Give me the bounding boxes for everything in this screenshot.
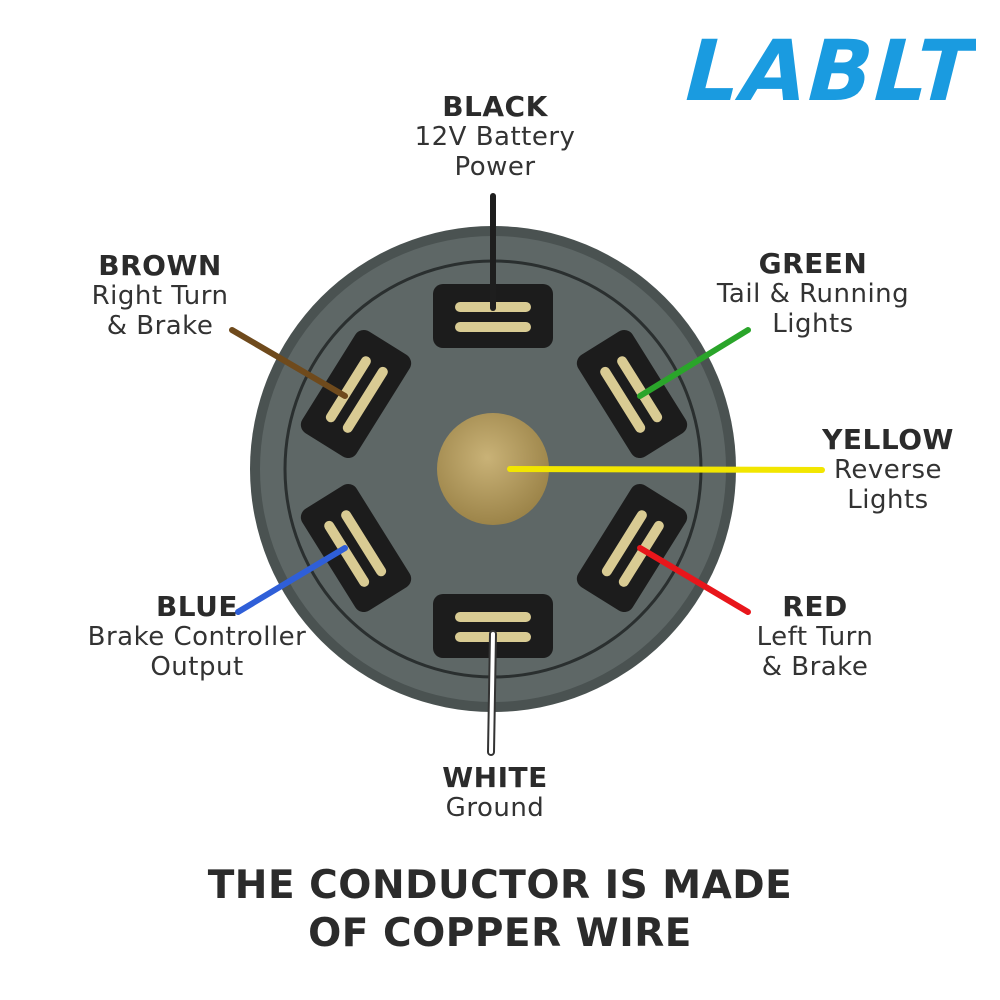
- wire-red: [637, 545, 751, 615]
- brand-logo-text: LABLT: [676, 23, 976, 118]
- terminal-red: [576, 483, 688, 613]
- label-white-name: WHITE: [442, 761, 548, 794]
- wire-blue: [235, 545, 348, 615]
- label-white: WHITE Ground: [395, 761, 595, 824]
- label-black-description: 12V Battery Power: [414, 122, 576, 182]
- label-brown-name: BROWN: [98, 249, 222, 282]
- wire-green: [637, 327, 751, 399]
- label-black-name: BLACK: [442, 90, 548, 123]
- terminal-green: [576, 329, 688, 459]
- label-brown-description: Right Turn & Brake: [91, 281, 229, 341]
- label-yellow-description: Reverse Lights: [833, 455, 942, 515]
- label-yellow-name: YELLOW: [822, 423, 954, 456]
- wire-white: [489, 632, 495, 754]
- label-red: RED Left Turn & Brake: [700, 590, 930, 683]
- brand-logo: LABLT: [676, 23, 976, 118]
- wire-yellow: [507, 466, 825, 473]
- label-red-description: Left Turn & Brake: [756, 622, 874, 682]
- terminal-blue: [300, 483, 412, 613]
- wire-brown: [229, 327, 348, 399]
- label-yellow: YELLOW Reverse Lights: [790, 423, 986, 516]
- center-pin: [437, 413, 549, 525]
- wires: [229, 193, 825, 756]
- label-blue: BLUE Brake Controller Output: [62, 590, 332, 683]
- terminal-white: [433, 594, 553, 658]
- label-brown: BROWN Right Turn & Brake: [45, 249, 275, 342]
- label-green: GREEN Tail & Running Lights: [688, 247, 938, 340]
- label-green-description: Tail & Running Lights: [716, 279, 910, 339]
- label-blue-description: Brake Controller Output: [87, 622, 307, 682]
- terminal-brown: [300, 329, 412, 459]
- label-green-name: GREEN: [758, 247, 868, 280]
- label-blue-name: BLUE: [155, 590, 239, 623]
- footer-line-1: THE CONDUCTOR IS MADE: [207, 863, 793, 908]
- label-black: BLACK 12V Battery Power: [370, 90, 620, 183]
- footer-note: THE CONDUCTOR IS MADE OF COPPER WIRE: [100, 862, 900, 958]
- footer-line-2: OF COPPER WIRE: [308, 911, 692, 956]
- label-red-name: RED: [782, 590, 848, 623]
- label-white-description: Ground: [445, 793, 545, 823]
